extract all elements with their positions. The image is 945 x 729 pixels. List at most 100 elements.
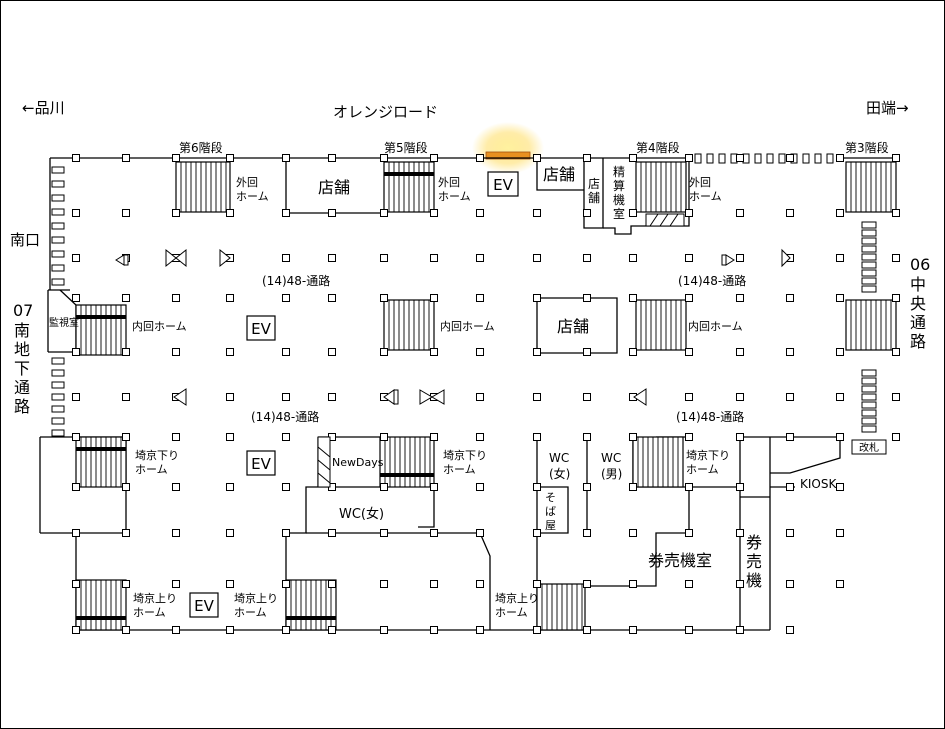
wc-women-1[interactable]: WC(女) [339, 506, 384, 522]
svg-text:算: 算 [613, 178, 625, 193]
shop-4[interactable]: 店 舗 [588, 177, 600, 205]
pillar [430, 209, 438, 217]
pillar [172, 154, 180, 162]
elevator-1[interactable]: EV [493, 176, 513, 194]
svg-text:ホーム: ホーム [443, 463, 476, 476]
pillar [430, 154, 438, 162]
pillar [533, 580, 541, 588]
stairway [536, 583, 586, 631]
pillar [172, 294, 180, 302]
pillar [533, 433, 541, 441]
shop-2[interactable]: 店舗 [543, 165, 575, 184]
pillar [476, 529, 484, 537]
pillar [430, 348, 438, 356]
inner-loop-platform-2: 内回ホーム [440, 319, 495, 333]
pillar [430, 433, 438, 441]
pillar [736, 626, 744, 634]
wc-women-2[interactable]: WC (女) [549, 451, 570, 481]
ticket-room-label[interactable]: 券売機室 [648, 551, 712, 570]
pillar [430, 529, 438, 537]
stair-5-label[interactable]: 第5階段 [384, 140, 428, 155]
pillar [226, 154, 234, 162]
pillar [282, 294, 290, 302]
svg-text:WC: WC [549, 451, 569, 465]
svg-text:ホーム: ホーム [438, 190, 471, 203]
pillar [892, 254, 900, 262]
pillar [736, 294, 744, 302]
pillar [172, 529, 180, 537]
pillar [583, 433, 591, 441]
saikyo-down-platform-3: 埼京下り [686, 448, 730, 462]
pillar [786, 529, 794, 537]
pillar [736, 483, 744, 491]
pillar [685, 529, 693, 537]
pillar [629, 348, 637, 356]
pillar [583, 154, 591, 162]
pillar [72, 529, 80, 537]
gate-label[interactable]: 改札 [859, 441, 879, 454]
pillar [122, 580, 130, 588]
pillar [685, 626, 693, 634]
pillar [226, 209, 234, 217]
pillar [476, 483, 484, 491]
pillar [122, 529, 130, 537]
pillar [685, 393, 693, 401]
passage-48-label-1: (14)48-通路 [262, 273, 330, 288]
pillar [685, 483, 693, 491]
stairway [175, 161, 231, 213]
east-passage-number: 06 [910, 255, 930, 274]
elevator-3[interactable]: EV [251, 455, 271, 473]
shop-3[interactable]: 店舗 [557, 317, 589, 336]
outer-loop-platform-1: 外回 [236, 176, 258, 189]
west-passage-name[interactable]: 南 地 下 通 路 [14, 321, 30, 416]
pillar [786, 580, 794, 588]
pillar [476, 154, 484, 162]
shop-1[interactable]: 店舗 [318, 178, 350, 197]
pillar [380, 580, 388, 588]
svg-text:ホーム: ホーム [689, 190, 722, 203]
pillar [533, 529, 541, 537]
pillar [583, 580, 591, 588]
pillar [685, 294, 693, 302]
fare-adjust-room[interactable]: 精 算 機 室 [613, 165, 625, 221]
elevator-4[interactable]: EV [194, 597, 214, 615]
stair-6-label[interactable]: 第6階段 [179, 140, 223, 155]
pillar [533, 209, 541, 217]
svg-text:ホーム: ホーム [686, 463, 719, 476]
svg-text:(女): (女) [549, 466, 570, 481]
pillar [583, 294, 591, 302]
newdays-shop[interactable] [317, 436, 331, 488]
bowtie-icon [419, 389, 433, 405]
svg-text:機: 機 [746, 571, 762, 590]
kiosk-label[interactable]: KIOSK [800, 477, 837, 491]
pillar [72, 154, 80, 162]
ticket-machine[interactable]: 券 売 機 [746, 533, 762, 590]
wc-men[interactable]: WC (男) [601, 451, 622, 481]
soba-shop[interactable]: そ ば 屋 [545, 491, 556, 532]
stairway [383, 299, 435, 351]
pillar [226, 294, 234, 302]
pillar [72, 433, 80, 441]
pillar [226, 529, 234, 537]
pillar [380, 209, 388, 217]
south-exit-label[interactable]: 南口 [10, 231, 40, 249]
pillar [629, 529, 637, 537]
pillar [476, 626, 484, 634]
pillar [72, 580, 80, 588]
pillar [172, 626, 180, 634]
newdays-label[interactable]: NewDays [332, 456, 384, 469]
pillar [430, 626, 438, 634]
stairway [285, 579, 337, 631]
pillar [122, 294, 130, 302]
pillar [892, 294, 900, 302]
east-passage-name[interactable]: 中 央 通 路 [910, 275, 926, 351]
pillar [380, 254, 388, 262]
stair-4-label[interactable]: 第4階段 [636, 140, 680, 155]
pillar [736, 348, 744, 356]
pillar [282, 529, 290, 537]
stair-3-label[interactable]: 第3階段 [845, 140, 889, 155]
pillars-group [72, 154, 900, 634]
elevator-2[interactable]: EV [251, 320, 271, 338]
highlight-marker[interactable] [485, 151, 531, 160]
